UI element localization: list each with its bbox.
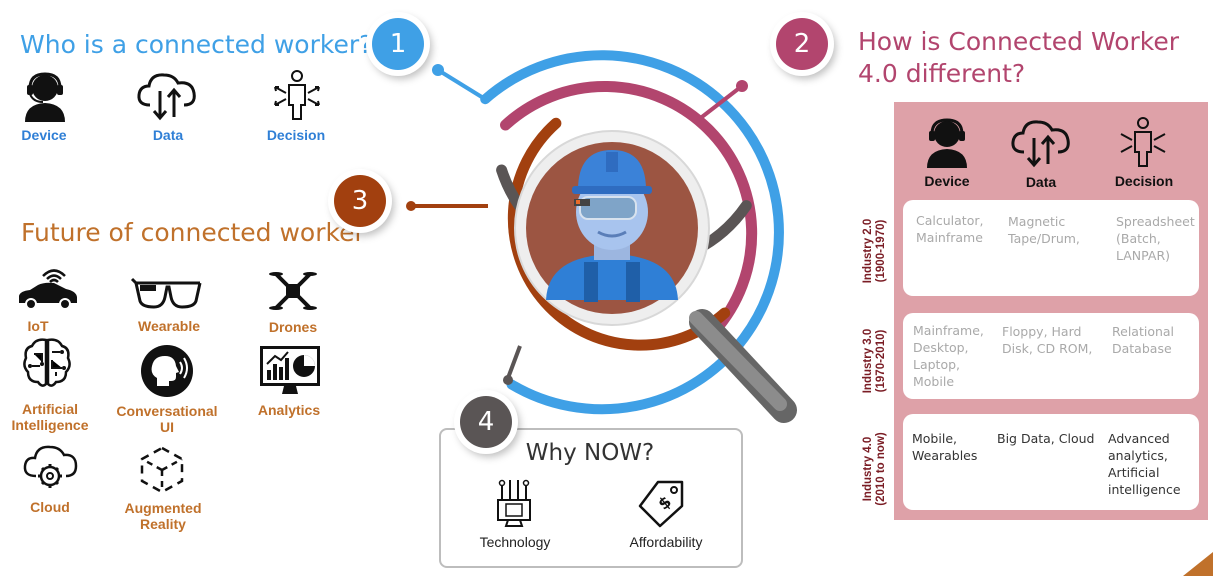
rust-arc <box>507 117 731 351</box>
table-cell: Relational Database <box>1112 324 1175 356</box>
step-2-badge: 2 <box>776 18 828 70</box>
pink-connector <box>696 84 744 122</box>
step-4-badge: 4 <box>460 396 512 448</box>
blue-arc <box>480 50 784 415</box>
era-label: Industry 3.0(1970-2010) <box>862 328 887 394</box>
decision-column-icon <box>1118 116 1168 170</box>
section3-ai-label: Artificial Intelligence <box>11 401 89 433</box>
smart-glasses-icon <box>130 275 206 311</box>
step-3-badge: 3 <box>334 175 386 227</box>
speaking-head-icon <box>140 344 194 398</box>
data-column-icon <box>1010 118 1072 168</box>
drone-icon <box>268 266 318 316</box>
why-technology-label: Technology <box>479 534 551 550</box>
table-cell: Spreadsheet (Batch, LANPAR) <box>1116 214 1195 263</box>
column-device: Device <box>924 173 970 189</box>
section3-drones-label: Drones <box>268 319 318 335</box>
technology-chip-icon <box>492 478 536 528</box>
worker-avatar-icon <box>546 150 678 302</box>
connected-car-icon <box>16 267 80 311</box>
brain-circuit-icon <box>22 336 72 392</box>
table-cell: Mobile, Wearables <box>912 431 978 463</box>
row-industry-2 <box>903 200 1199 296</box>
section3-ar-label: Augmented Reality <box>124 500 202 532</box>
pink-arc <box>500 81 758 337</box>
section3-analytics-label: Analytics <box>257 402 321 418</box>
table-cell: Calculator, Mainframe <box>916 213 984 245</box>
section1-decision-label: Decision <box>266 127 326 143</box>
section3-iot-label: IoT <box>27 318 49 334</box>
table-cell: Mainframe, Desktop, Laptop, Mobile <box>913 323 984 389</box>
section1-device-label: Device <box>21 127 67 143</box>
table-cell: Advanced analytics, Artificial intellige… <box>1108 431 1181 497</box>
table-cell: Big Data, Cloud <box>997 431 1095 446</box>
cloud-transfer-icon <box>136 71 198 121</box>
cloud-gear-icon <box>22 444 78 492</box>
era-label: Industry 4.0(2010 to now) <box>862 432 887 506</box>
person-decision-icon <box>272 69 322 123</box>
blue-connector <box>436 68 487 101</box>
step-1-badge: 1 <box>372 18 424 70</box>
row-industry-3 <box>903 313 1199 399</box>
table-cell: Magnetic Tape/Drum, <box>1008 214 1080 246</box>
ar-cube-icon <box>136 444 188 496</box>
section3-title: Future of connected worker <box>21 218 365 247</box>
section3-conversational-label: Conversational UI <box>116 403 218 435</box>
magnifier-graphic <box>406 50 797 423</box>
section3-wearable-label: Wearable <box>138 318 200 334</box>
svg-text:$: $ <box>654 492 675 514</box>
column-data: Data <box>1025 174 1057 190</box>
section1-title: Who is a connected worker? <box>20 30 373 59</box>
column-decision: Decision <box>1114 173 1174 189</box>
era-label: Industry 2.0(1900-1970) <box>862 218 887 284</box>
corner-decoration <box>1183 552 1213 576</box>
device-column-icon <box>923 118 971 168</box>
analytics-monitor-icon <box>258 344 322 398</box>
section2-title: How is Connected Worker 4.0 different? <box>858 27 1180 88</box>
table-cell: Floppy, Hard Disk, CD ROM, <box>1002 324 1093 356</box>
headset-person-icon <box>21 72 69 122</box>
row-industry-4 <box>903 414 1199 510</box>
section3-cloud-label: Cloud <box>30 499 70 515</box>
grey-connector <box>506 345 522 379</box>
why-affordability-label: Affordability <box>629 534 703 550</box>
section1-data-label: Data <box>152 127 184 143</box>
price-tag-icon: $ <box>638 478 686 528</box>
why-now-box <box>439 428 743 568</box>
why-now-title: Why NOW? <box>525 440 655 466</box>
